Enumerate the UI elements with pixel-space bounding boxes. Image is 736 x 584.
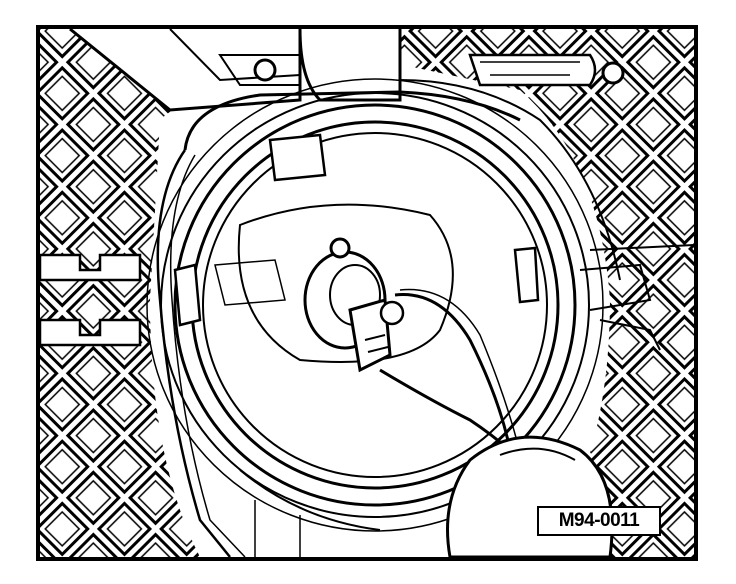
left-grille-slots bbox=[40, 253, 142, 347]
housing-outer-ring bbox=[173, 103, 577, 507]
retaining-clip-top bbox=[268, 133, 327, 182]
wire-harness bbox=[394, 293, 512, 451]
bulb-ring-top bbox=[329, 237, 351, 259]
harness-strap-left bbox=[156, 149, 231, 557]
mount-hole-left bbox=[253, 58, 277, 82]
retaining-clip-right bbox=[513, 246, 540, 304]
figure-id-label: M94-0011 bbox=[537, 506, 661, 536]
right-side-details bbox=[579, 244, 694, 351]
upper-right-bracket bbox=[468, 53, 597, 87]
bulb-connector bbox=[348, 298, 392, 373]
mount-hole-right bbox=[601, 61, 625, 85]
retaining-clip-left bbox=[173, 263, 202, 327]
